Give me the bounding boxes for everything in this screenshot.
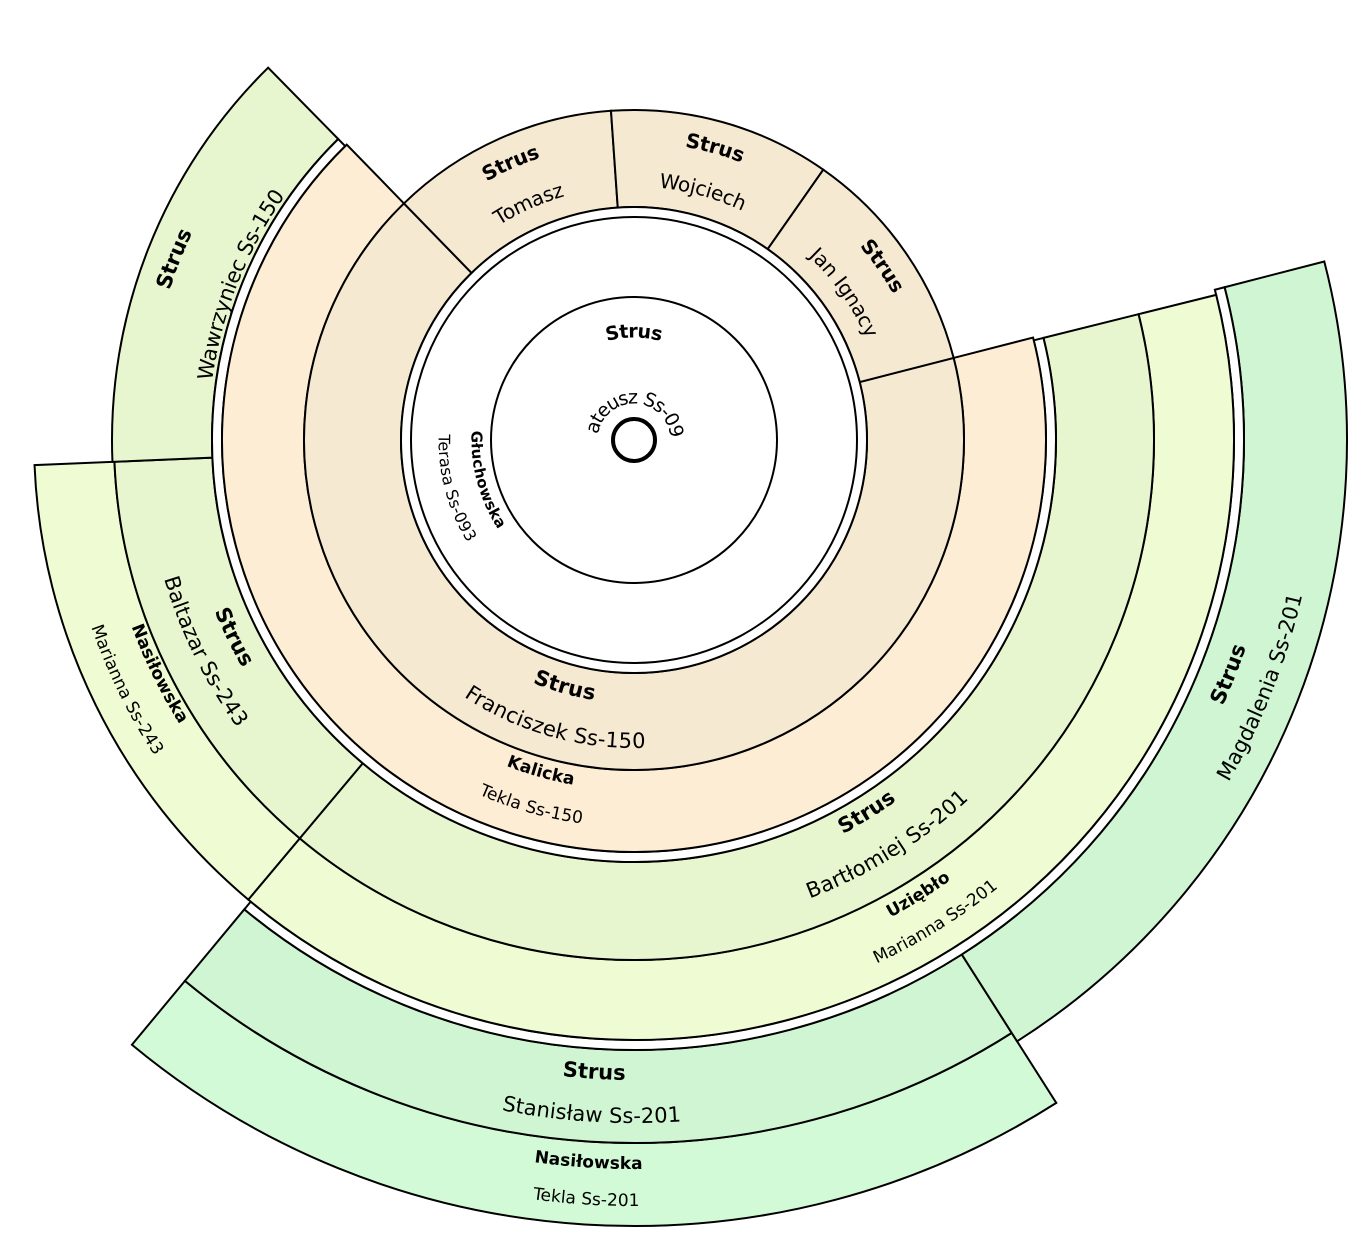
gen3-stanislaw-surname: Strus bbox=[562, 1057, 626, 1085]
root-person-circle bbox=[490, 296, 778, 584]
root-surname: Strus bbox=[603, 320, 664, 345]
center-marker-icon bbox=[611, 417, 657, 463]
